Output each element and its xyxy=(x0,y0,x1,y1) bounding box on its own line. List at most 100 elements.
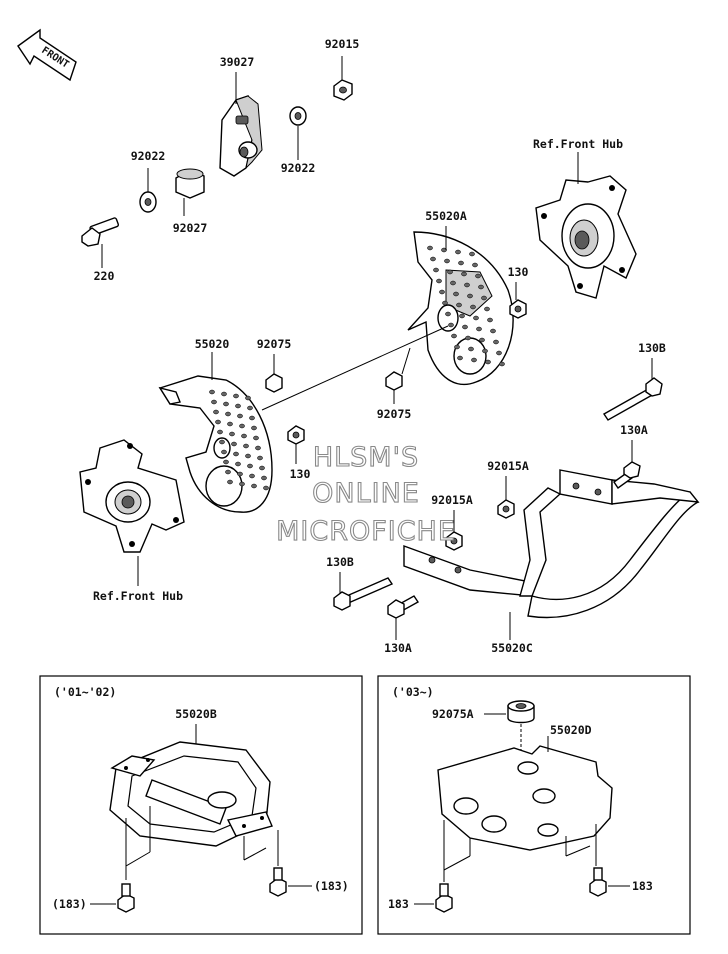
vent-hole xyxy=(484,306,490,312)
watermark-line-2: ONLINE xyxy=(312,478,420,509)
vent-hole xyxy=(253,435,259,441)
watermark-line-3: MICROFICHE xyxy=(276,516,456,547)
vent-hole xyxy=(211,399,217,405)
label-92075-left: 92075 xyxy=(257,337,292,351)
vent-hole xyxy=(436,278,442,284)
vent-hole xyxy=(221,391,227,397)
vent-hole xyxy=(235,403,241,409)
vent-hole xyxy=(223,401,229,407)
part-92075-grommet-left xyxy=(265,373,283,393)
label-92075-mid: 92075 xyxy=(377,407,412,421)
vent-hole xyxy=(217,429,223,435)
vent-hole xyxy=(439,289,445,295)
label-55020: 55020 xyxy=(195,337,230,351)
vent-hole xyxy=(478,284,484,290)
label-55020B: 55020B xyxy=(175,707,217,721)
part-183-bolt-right-inset xyxy=(269,867,287,897)
vent-hole xyxy=(215,419,221,425)
vent-hole xyxy=(444,258,450,264)
part-92075A-rubber-stopper xyxy=(507,700,535,724)
vent-hole xyxy=(473,315,479,321)
watermark-line-1: HLSM'S xyxy=(313,442,419,473)
label-183-right-inset2: 183 xyxy=(632,879,653,893)
front-hub-lower xyxy=(79,439,185,553)
label-130A-bottom: 130A xyxy=(384,641,412,655)
label-92015A-lower: 92015A xyxy=(431,493,473,507)
vent-hole xyxy=(467,293,473,299)
part-130A-bolt-bottom xyxy=(387,595,420,619)
vent-hole xyxy=(462,324,468,330)
part-130-bolt-left xyxy=(287,425,305,445)
vent-hole xyxy=(239,423,245,429)
vent-hole xyxy=(441,247,447,253)
vent-hole xyxy=(453,291,459,297)
vent-hole xyxy=(450,280,456,286)
label-92015: 92015 xyxy=(325,37,360,51)
label-92015A-upper: 92015A xyxy=(487,459,529,473)
vent-hole xyxy=(225,411,231,417)
vent-hole xyxy=(461,271,467,277)
vent-hole xyxy=(496,350,502,356)
vent-hole xyxy=(468,346,474,352)
vent-hole xyxy=(476,326,482,332)
part-130B-bolt-right xyxy=(602,377,663,421)
front-arrow-icon: FRONT xyxy=(17,28,77,82)
label-130-left: 130 xyxy=(290,467,311,481)
label-92022-left: 92022 xyxy=(131,149,166,163)
vent-hole xyxy=(454,344,460,350)
vent-hole xyxy=(433,267,439,273)
vent-hole xyxy=(251,425,257,431)
vent-hole xyxy=(249,473,255,479)
part-92015-nut xyxy=(333,79,353,101)
part-183-bolt-left-inset2 xyxy=(435,883,453,913)
label-39027: 39027 xyxy=(220,55,255,69)
inset-box-01-02 xyxy=(39,675,363,935)
vent-hole xyxy=(227,479,233,485)
watermark: HLSM'S ONLINE MICROFICHE xyxy=(276,441,456,547)
part-130A-bolt-right xyxy=(613,461,641,489)
vent-hole xyxy=(251,483,257,489)
part-39027-slider xyxy=(219,95,263,177)
label-ref-front-hub-upper: Ref.Front Hub xyxy=(533,137,623,151)
part-55020B-tube-bumper xyxy=(109,741,273,847)
vent-hole xyxy=(459,313,465,319)
part-183-bolt-left-inset xyxy=(117,883,135,913)
part-92015A-nut-upper xyxy=(497,499,515,519)
part-92022-washer-right xyxy=(289,106,307,126)
label-year-01-02: ('01~'02) xyxy=(54,685,116,699)
vent-hole xyxy=(447,269,453,275)
vent-hole xyxy=(470,304,476,310)
label-year-03-on: ('03~) xyxy=(392,685,434,699)
vent-hole xyxy=(245,395,251,401)
vent-hole xyxy=(445,311,451,317)
label-92022-right: 92022 xyxy=(281,161,316,175)
vent-hole xyxy=(259,465,265,471)
label-183-left-inset2: 183 xyxy=(388,897,409,911)
vent-hole xyxy=(458,260,464,266)
vent-hole xyxy=(487,317,493,323)
vent-hole xyxy=(223,459,229,465)
part-92075-grommet-mid xyxy=(385,371,403,391)
vent-hole xyxy=(482,348,488,354)
part-220-bolt xyxy=(81,217,120,247)
vent-hole xyxy=(442,300,448,306)
vent-hole xyxy=(241,433,247,439)
vent-hole xyxy=(221,449,227,455)
vent-hole xyxy=(239,481,245,487)
label-55020A: 55020A xyxy=(425,209,467,223)
label-130B-left: 130B xyxy=(326,555,354,569)
part-55020-disc-guard xyxy=(158,375,273,513)
vent-hole xyxy=(481,295,487,301)
vent-hole xyxy=(490,328,496,334)
vent-hole xyxy=(255,445,261,451)
label-130A-right: 130A xyxy=(620,423,648,437)
part-130B-bolt-left xyxy=(333,577,394,611)
vent-hole xyxy=(219,439,225,445)
vent-hole xyxy=(237,413,243,419)
label-55020C: 55020C xyxy=(491,641,533,655)
vent-hole xyxy=(237,471,243,477)
label-55020D: 55020D xyxy=(550,723,592,737)
vent-hole xyxy=(209,389,215,395)
vent-hole xyxy=(479,337,485,343)
